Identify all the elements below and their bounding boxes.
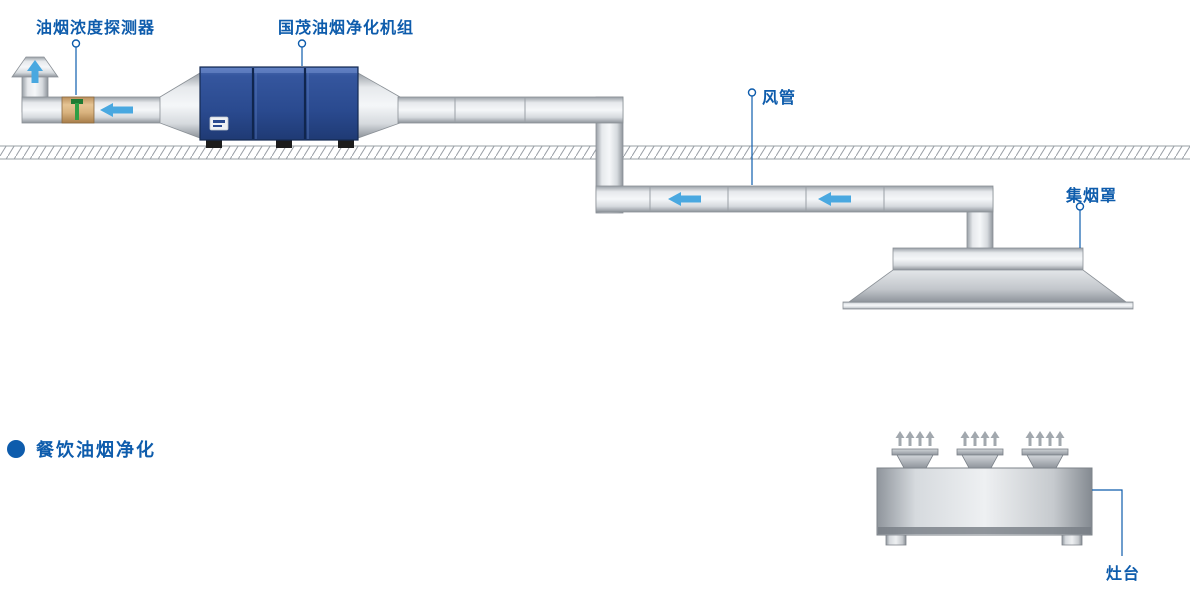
heat-arrow-icon [915, 431, 925, 446]
duct-label: 风管 [762, 90, 797, 107]
unit-top-highlight [201, 68, 357, 73]
duct-marker [747, 88, 757, 97]
stove-foot [885, 534, 907, 546]
purifier-label: 国茂油烟净化机组 [278, 20, 415, 37]
detector-probe [75, 103, 79, 120]
heat-arrow-icon [990, 431, 1000, 446]
outlet-duct [21, 96, 163, 124]
heat-arrow-icon [1055, 431, 1065, 446]
unit-foot [206, 140, 222, 148]
burner-bowl [1026, 454, 1064, 469]
outlet-transition [357, 72, 401, 139]
heat-arrow-icon [1025, 431, 1035, 446]
burner [1021, 448, 1069, 469]
hood-flare [847, 269, 1128, 303]
stove-label: 灶台 [1106, 566, 1141, 583]
unit-foot [276, 140, 292, 148]
unit-logo-mark [213, 125, 222, 127]
legend-title: 餐饮油烟净化 [36, 440, 156, 460]
detector-label: 油烟浓度探测器 [36, 20, 156, 37]
smoke-hood [842, 247, 1134, 310]
burner-bowl [961, 454, 999, 469]
upper-duct [397, 96, 624, 124]
purifier-unit [159, 66, 401, 148]
burner-rim [891, 448, 939, 456]
inlet-transition [159, 72, 201, 139]
burner-bowl [896, 454, 934, 469]
heat-arrow-icon [905, 431, 915, 446]
hood-lip [842, 301, 1134, 310]
stove-leader [1092, 489, 1123, 556]
bullet-icon [7, 440, 25, 458]
burner [891, 448, 939, 469]
burner-rim [956, 448, 1004, 456]
leader-lines [71, 39, 1123, 556]
lower-duct [595, 185, 994, 213]
duct-run [397, 96, 994, 253]
unit-foot [338, 140, 354, 148]
hood-slab [892, 247, 1084, 271]
heat-arrow-icon [960, 431, 970, 446]
floor-line [0, 145, 1190, 160]
heat-arrow-icon [980, 431, 990, 446]
floor-hatch [0, 146, 1190, 159]
stove-body [876, 467, 1093, 536]
detector-probe-cap [71, 99, 83, 104]
stove-base-strip [878, 527, 1091, 534]
unit-logo-mark [213, 120, 225, 123]
hood-label: 集烟罩 [1066, 188, 1118, 205]
burner-rim [1021, 448, 1069, 456]
detector-marker [71, 39, 81, 48]
bullet-circle [7, 440, 25, 458]
stove-foot [1061, 534, 1083, 546]
heat-arrow-icon [895, 431, 905, 446]
heat-arrows [895, 431, 1065, 446]
legend: 餐饮油烟净化 [6, 436, 156, 462]
heat-arrow-icon [1045, 431, 1055, 446]
heat-arrow-icon [1035, 431, 1045, 446]
heat-arrow-icon [925, 431, 935, 446]
heat-arrow-icon [970, 431, 980, 446]
unit-logo [209, 116, 229, 131]
stove [876, 431, 1093, 546]
hood-marker [1075, 202, 1085, 211]
burner [956, 448, 1004, 469]
purifier-marker [297, 39, 307, 48]
